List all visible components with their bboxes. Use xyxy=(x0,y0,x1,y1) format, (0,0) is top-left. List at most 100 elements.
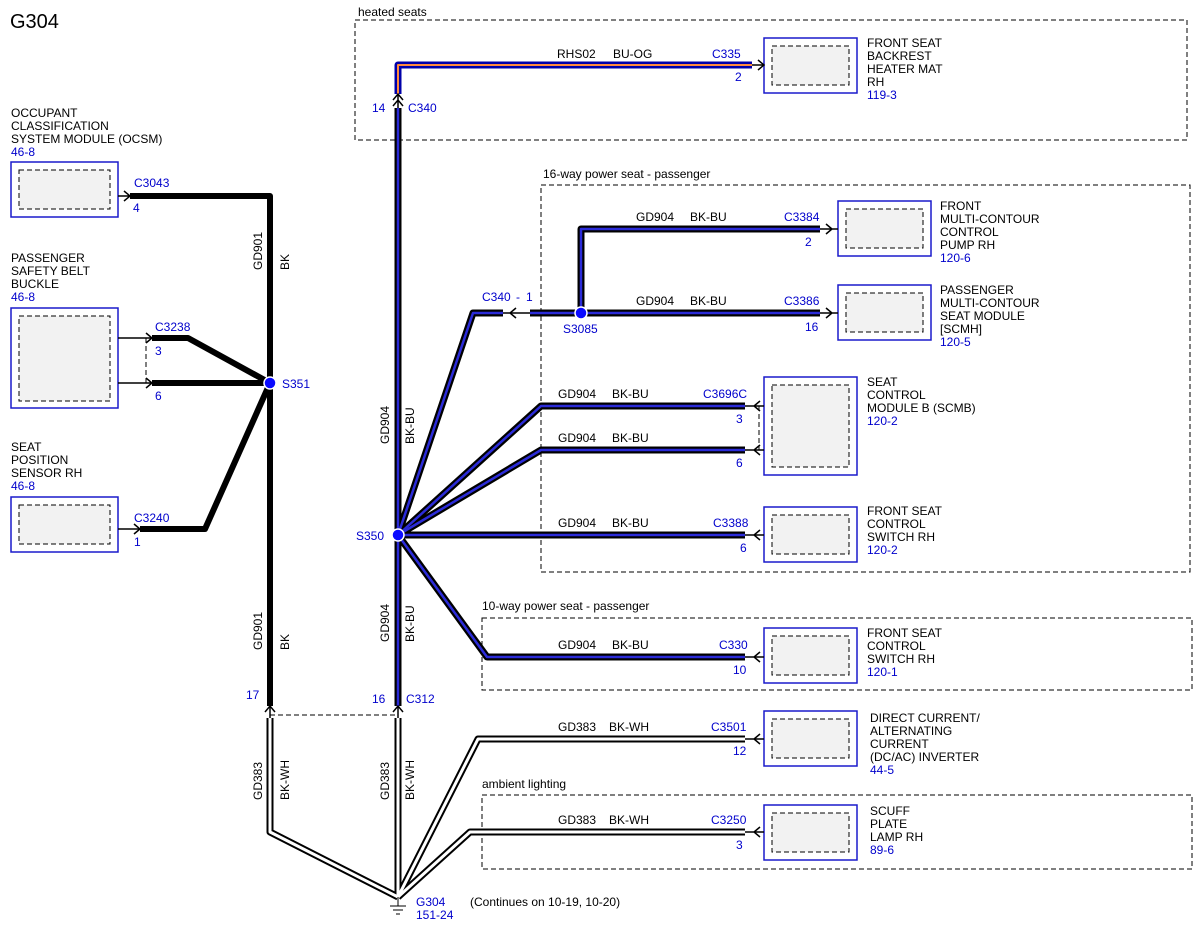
svg-text:GD383: GD383 xyxy=(378,762,392,800)
splice-s351[interactable] xyxy=(263,376,277,390)
svg-text:GD904: GD904 xyxy=(636,210,674,224)
svg-text:GD904: GD904 xyxy=(378,406,392,444)
svg-text:GD904: GD904 xyxy=(558,431,596,445)
pin-label: 1 xyxy=(526,290,533,304)
svg-text:GD904: GD904 xyxy=(558,638,596,652)
pin-label: 1 xyxy=(134,535,141,549)
pump-label: PUMP RH xyxy=(940,238,995,252)
component-scuff-plate-lamp[interactable]: SCUFF PLATE LAMP RH 89-6 xyxy=(763,804,923,861)
switch16-label: SWITCH RH xyxy=(867,530,935,544)
seatpos-ref[interactable]: 46-8 xyxy=(11,479,35,493)
svg-text:GD904: GD904 xyxy=(636,294,674,308)
splice-label-s3085[interactable]: S3085 xyxy=(563,322,598,336)
pin-label: 16 xyxy=(805,320,819,334)
heater-ref[interactable]: 119-3 xyxy=(867,88,897,102)
switch16-ref[interactable]: 120-2 xyxy=(867,543,898,557)
switch10-inner xyxy=(771,635,850,676)
pump-ref[interactable]: 120-6 xyxy=(940,251,971,265)
ocsm-ref[interactable]: 46-8 xyxy=(11,145,35,159)
svg-text:BK-BU: BK-BU xyxy=(612,387,649,401)
continues-note: (Continues on 10-19, 10-20) xyxy=(470,895,620,909)
buckle-inner xyxy=(18,315,111,402)
splice-s3085[interactable] xyxy=(574,306,588,320)
svg-text:BK-BU: BK-BU xyxy=(690,210,727,224)
heater-label: FRONT SEAT xyxy=(867,36,943,50)
pin-label: 3 xyxy=(736,838,743,852)
pin-label: 14 xyxy=(372,101,386,115)
scmh-ref[interactable]: 120-5 xyxy=(940,335,971,349)
wires-bk-bu xyxy=(394,108,820,706)
connector-c3250[interactable]: C3250 xyxy=(711,813,747,827)
component-scmh[interactable]: PASSENGER MULTI-CONTOUR SEAT MODULE [SCM… xyxy=(837,283,1040,349)
component-safety-belt-buckle[interactable]: PASSENGER SAFETY BELT BUCKLE 46-8 xyxy=(10,251,119,409)
pin-label: 2 xyxy=(735,70,742,84)
buckle-label: BUCKLE xyxy=(11,277,59,291)
pin-label: 3 xyxy=(155,344,162,358)
component-seat-position-sensor[interactable]: SEAT POSITION SENSOR RH 46-8 xyxy=(10,440,119,553)
pin-label: 6 xyxy=(740,541,747,555)
connector-c335[interactable]: C335 xyxy=(712,47,741,61)
inverter-label: CURRENT xyxy=(870,737,929,751)
switch16-label: CONTROL xyxy=(867,517,926,531)
component-heater-mat[interactable]: FRONT SEAT BACKREST HEATER MAT RH 119-3 xyxy=(763,36,943,102)
buckle-ref[interactable]: 46-8 xyxy=(11,290,35,304)
switch16-label: FRONT SEAT xyxy=(867,504,943,518)
scmh-inner xyxy=(845,292,924,333)
component-switch-16way[interactable]: FRONT SEAT CONTROL SWITCH RH 120-2 xyxy=(763,504,943,563)
scuff-ref[interactable]: 89-6 xyxy=(870,843,894,857)
scuff-label: LAMP RH xyxy=(870,830,923,844)
group-heated-seats xyxy=(354,19,1188,141)
seatpos-label: SENSOR RH xyxy=(11,466,82,480)
scmh-label: PASSENGER xyxy=(940,283,1014,297)
inverter-label: (DC/AC) INVERTER xyxy=(870,750,979,764)
connector-c3240[interactable]: C3240 xyxy=(134,511,170,525)
svg-text:GD904: GD904 xyxy=(378,604,392,642)
scmh-label: MULTI-CONTOUR xyxy=(940,296,1040,310)
scmb-inner xyxy=(771,384,850,468)
connector-c312[interactable]: C312 xyxy=(406,692,435,706)
ocsm-label: CLASSIFICATION xyxy=(11,119,109,133)
connector-c3696c[interactable]: C3696C xyxy=(703,387,747,401)
connector-c3238[interactable]: C3238 xyxy=(155,320,191,334)
group-label-heated-seats: heated seats xyxy=(358,5,427,19)
component-pump[interactable]: FRONT MULTI-CONTOUR CONTROL PUMP RH 120-… xyxy=(837,199,1040,265)
heater-label: BACKREST xyxy=(867,49,932,63)
connector-c3386[interactable]: C3386 xyxy=(784,294,820,308)
splice-label-s351[interactable]: S351 xyxy=(282,377,310,391)
wire-seatpos xyxy=(140,381,273,532)
connector-c340-top[interactable]: C340 xyxy=(408,101,437,115)
svg-text:GD901: GD901 xyxy=(251,612,265,650)
splice-label-s350[interactable]: S350 xyxy=(356,529,384,543)
inverter-ref[interactable]: 44-5 xyxy=(870,763,894,777)
component-ocsm[interactable]: OCCUPANT CLASSIFICATION SYSTEM MODULE (O… xyxy=(10,106,162,218)
wire-rhs02 xyxy=(394,61,752,94)
svg-text:BK-WH: BK-WH xyxy=(609,720,649,734)
svg-text:GD904: GD904 xyxy=(558,387,596,401)
ground-id[interactable]: G304 xyxy=(416,895,446,909)
ground-ref[interactable]: 151-24 xyxy=(416,908,454,922)
switch16-inner xyxy=(771,514,850,555)
scmb-label: CONTROL xyxy=(867,388,926,402)
pin-label: 2 xyxy=(805,235,812,249)
svg-text:BU-OG: BU-OG xyxy=(613,47,652,61)
connector-c330[interactable]: C330 xyxy=(719,638,748,652)
pin-label: 4 xyxy=(133,201,140,215)
component-scmb[interactable]: SEAT CONTROL MODULE B (SCMB) 120-2 xyxy=(763,375,976,476)
svg-text:GD383: GD383 xyxy=(558,720,596,734)
component-inverter[interactable]: DIRECT CURRENT/ ALTERNATING CURRENT (DC/… xyxy=(763,710,980,777)
ocsm-inner xyxy=(18,169,111,210)
switch10-ref[interactable]: 120-1 xyxy=(867,665,898,679)
connector-c340-mid[interactable]: C340 xyxy=(482,290,511,304)
connector-c3384[interactable]: C3384 xyxy=(784,210,820,224)
svg-text:BK-BU: BK-BU xyxy=(612,516,649,530)
connector-pins xyxy=(118,59,838,915)
scmh-label: SEAT MODULE xyxy=(940,309,1025,323)
connector-c3501[interactable]: C3501 xyxy=(711,720,747,734)
scmb-ref[interactable]: 120-2 xyxy=(867,414,898,428)
splice-s350[interactable] xyxy=(391,528,405,542)
component-switch-10way[interactable]: FRONT SEAT CONTROL SWITCH RH 120-1 xyxy=(763,626,943,684)
group-label-16way-seat: 16-way power seat - passenger xyxy=(543,167,710,181)
connector-c3388[interactable]: C3388 xyxy=(713,516,749,530)
connector-c3043[interactable]: C3043 xyxy=(134,176,170,190)
